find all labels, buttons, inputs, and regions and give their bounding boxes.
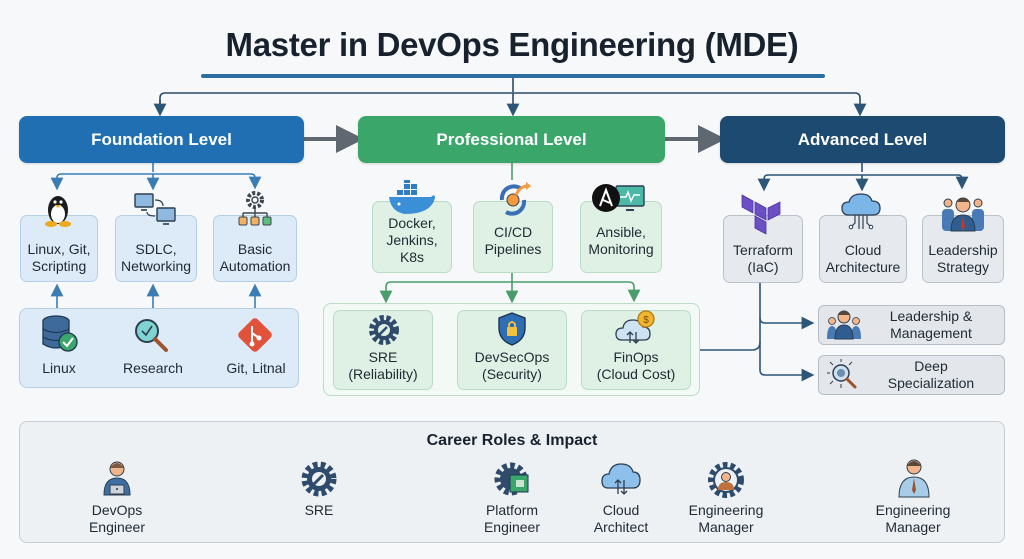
- foundation-branches: [50, 163, 262, 308]
- topic-card-ansible-monitoring: Ansible, Monitoring: [580, 201, 662, 273]
- career-roles-title: Career Roles & Impact: [426, 432, 598, 449]
- magnifier-check-icon: [135, 319, 168, 352]
- cloud-circuit-icon: [841, 193, 881, 230]
- terraform-icon: [741, 194, 781, 235]
- spec-card-finops: FinOps (Cloud Cost): [581, 310, 691, 390]
- career-role-platform-engineer: Platform Engineer: [462, 502, 562, 536]
- topic-label: Docker, Jenkins, K8s: [386, 215, 438, 265]
- topic-line2: Strategy: [936, 259, 990, 275]
- spec-line1: FinOps: [613, 349, 659, 365]
- topic-line1: Leadership: [928, 242, 998, 258]
- advanced-branches: [700, 163, 969, 382]
- foundation-level-header: Foundation Level: [19, 116, 304, 163]
- gear-wrench-icon: [301, 461, 337, 497]
- diagram-title: Master in DevOps Engineering (MDE): [225, 26, 799, 63]
- automation-gear-icon: [238, 191, 272, 226]
- title-underline: [201, 74, 825, 78]
- basics-label-git: Git, Litnal: [226, 360, 286, 376]
- outcome-line1: Leadership &: [889, 308, 973, 324]
- topic-label: Ansible, Monitoring: [588, 224, 654, 257]
- topic-line1: Terraform: [733, 242, 793, 258]
- svg-text:$: $: [643, 315, 649, 326]
- topic-label: Basic Automation: [219, 241, 291, 274]
- spec-line2: (Security): [482, 366, 542, 382]
- outcome-line1: Deep: [914, 358, 948, 374]
- leader-team-icon: [942, 197, 984, 232]
- spec-line1: DevSecOps: [474, 349, 550, 365]
- topic-card-linux-git-scripting: Linux, Git, Scripting: [20, 215, 98, 282]
- cloud-arrows-icon: [601, 463, 641, 495]
- basics-label-linux: Linux: [42, 360, 76, 376]
- git-icon: [238, 318, 272, 352]
- platform-gear-icon: [494, 462, 529, 496]
- topic-card-sdlc-networking: SDLC, Networking: [115, 215, 197, 282]
- role-line2: Architect: [593, 519, 649, 535]
- career-role-engineering-manager-2: Engineering Manager: [863, 502, 963, 536]
- title-connector: [153, 78, 867, 117]
- role-line2: Engineer: [483, 519, 541, 535]
- manager-tie-icon: [898, 459, 930, 498]
- topic-label: CI/CD Pipelines: [484, 224, 542, 257]
- outcome-label-deep-specialization: Deep Specialization: [868, 358, 994, 392]
- role-line1: Cloud: [602, 502, 640, 518]
- career-role-engineering-manager: Engineering Manager: [676, 502, 776, 536]
- network-computers-icon: [134, 193, 176, 225]
- linux-penguin-icon: [45, 196, 71, 227]
- advanced-level-header: Advanced Level: [720, 116, 1005, 163]
- manager-gear-icon: [708, 462, 744, 498]
- career-role-sre: SRE: [269, 502, 369, 519]
- spec-line1: SRE: [368, 349, 398, 365]
- role-line1: Engineering: [688, 502, 764, 518]
- role-line2: Engineer: [88, 519, 146, 535]
- outcome-line2: Management: [890, 325, 972, 341]
- topic-line1: Cloud: [844, 242, 882, 258]
- topic-label: SDLC, Networking: [120, 241, 192, 274]
- role-line1: DevOps: [91, 502, 143, 518]
- spec-line2: (Cloud Cost): [596, 366, 676, 382]
- career-role-cloud-architect: Cloud Architect: [571, 502, 671, 536]
- database-check-icon: [42, 315, 78, 352]
- basics-label-research: Research: [123, 360, 183, 376]
- professional-branches: [379, 163, 641, 304]
- role-line1: SRE: [304, 502, 334, 518]
- topic-label: Linux, Git, Scripting: [27, 241, 91, 274]
- professional-level-header: Professional Level: [358, 116, 665, 163]
- topic-line2: Architecture: [825, 259, 901, 275]
- topic-line2: (IaC): [747, 259, 779, 275]
- role-line1: Engineering: [875, 502, 951, 518]
- ansible-monitor-icon: [592, 184, 645, 212]
- docker-whale-icon: [389, 180, 435, 214]
- cloud-coin-icon: $: [615, 310, 655, 344]
- manager-team-icon: [827, 310, 861, 340]
- deep-search-icon: [827, 359, 857, 389]
- career-role-devops-engineer: DevOps Engineer: [67, 502, 167, 536]
- engineer-laptop-icon: [103, 461, 131, 496]
- cicd-cycle-icon: [499, 182, 531, 216]
- outcome-line2: Specialization: [887, 375, 975, 391]
- role-line1: Platform: [485, 502, 539, 518]
- outcome-label-leadership-management: Leadership & Management: [868, 308, 994, 342]
- role-line2: Manager: [698, 519, 754, 535]
- role-line2: Manager: [885, 519, 941, 535]
- gear-wrench-icon: [369, 315, 399, 345]
- spec-line2: (Reliability): [348, 366, 418, 382]
- shield-lock-icon: [498, 312, 526, 346]
